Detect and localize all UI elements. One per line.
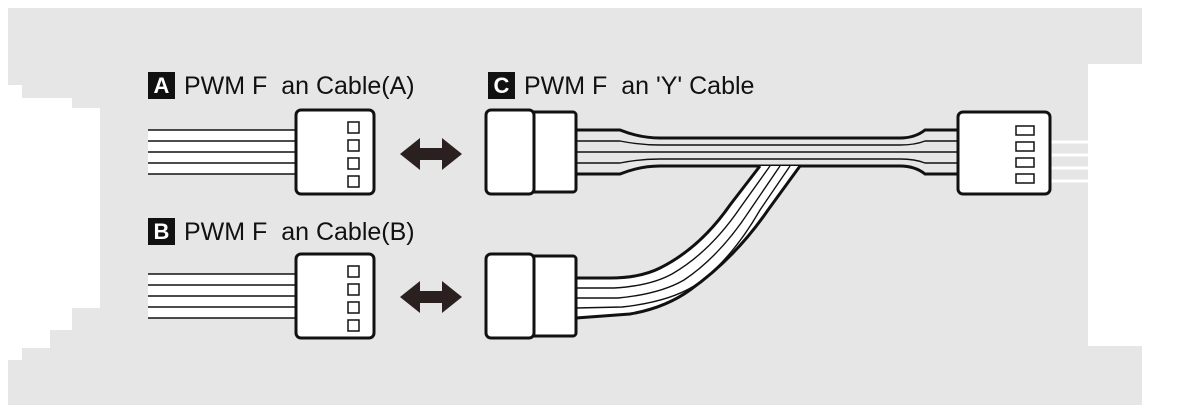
motherboard-label-line1: Gigabyte [1133,135,1172,285]
cable-a-wires [148,129,296,175]
y-cable-connector-bottom [484,252,578,340]
cable-a-connector [294,108,376,196]
label-cable-a-text: PWM F an Cable(A) [184,72,415,100]
label-cable-b-text: PWM F an Cable(B) [184,218,415,246]
label-cable-a: A PWM F an Cable(A) [148,71,415,101]
background-panel [8,8,1142,405]
left-white-area [0,85,100,360]
label-cable-c-text: PWM F an 'Y' Cable [524,72,755,100]
double-arrow-icon [400,138,462,170]
badge-c: C [488,71,515,99]
cable-b-wires [148,273,296,319]
cable-b-connector [294,252,376,340]
motherboard-header-pins [1050,140,1088,183]
y-cable-branch [575,165,802,320]
badge-a: A [148,71,175,99]
label-cable-b: B PWM F an Cable(B) [148,217,415,247]
badge-b: B [148,217,175,245]
y-cable-connector-top [484,108,578,196]
motherboard-panel [1088,64,1189,346]
double-arrow-icon [400,281,462,313]
label-cable-c: C PWM F an 'Y' Cable [488,71,754,101]
motherboard-label-line2: Motherboard [1093,103,1132,317]
connector-icon [956,110,1052,196]
